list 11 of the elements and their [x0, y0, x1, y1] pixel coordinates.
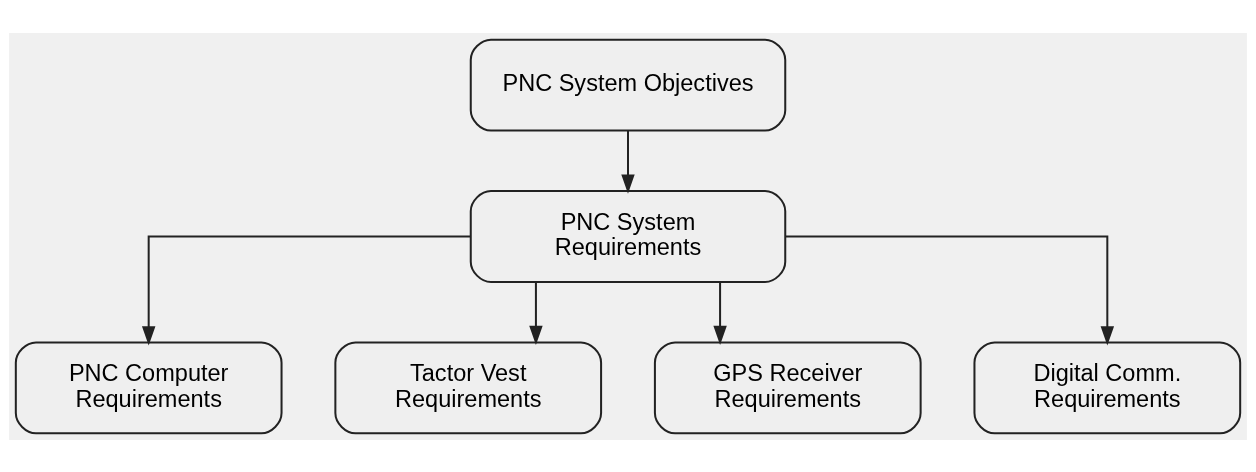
node-box: Tactor Vest Requirements	[334, 340, 603, 434]
node-box: PNC System Objectives	[469, 38, 787, 132]
arrow	[713, 281, 727, 345]
arrow	[529, 281, 543, 345]
arrow	[785, 235, 1115, 345]
node-box: PNC System Requirements	[469, 189, 787, 283]
node-box: Digital Comm. Requirements	[973, 340, 1242, 434]
arrow	[621, 130, 635, 194]
node-box: PNC Computer Requirements	[14, 340, 283, 434]
node-box: GPS Receiver Requirements	[653, 340, 922, 434]
arrow	[141, 235, 471, 345]
